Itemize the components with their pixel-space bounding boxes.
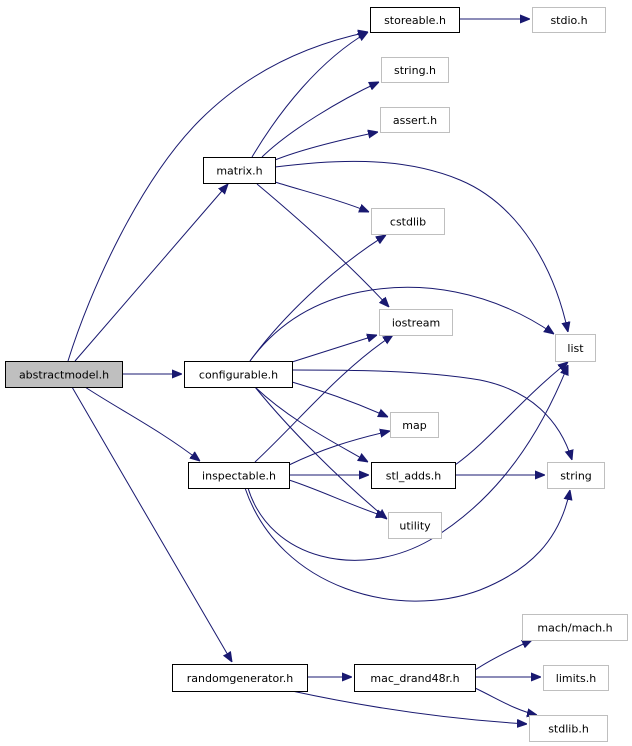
node-box-stdio-h	[532, 7, 606, 33]
edge-matrix-h-to-list	[274, 160, 568, 332]
node-box-inspectable-h	[188, 462, 290, 489]
edge-configurable-h-to-iostream	[291, 335, 377, 363]
node-box-map	[390, 412, 439, 438]
node-matrix-h[interactable]: matrix.h	[203, 157, 276, 184]
node-box-string-h	[381, 57, 449, 83]
node-assert-h[interactable]: assert.h	[380, 107, 450, 133]
node-box-assert-h	[380, 107, 450, 133]
edge-stl-adds-h-to-list	[454, 362, 568, 466]
node-label-stdlib-h: stdlib.h	[548, 723, 589, 736]
edge-configurable-h-to-cstdlib	[249, 235, 386, 362]
edge-matrix-h-to-storeable-h	[251, 32, 368, 158]
node-box-cstdlib	[371, 208, 445, 235]
node-label-matrix-h: matrix.h	[216, 165, 262, 178]
node-label-mach-mach-h: mach/mach.h	[537, 622, 612, 635]
edge-matrix-h-to-iostream	[256, 183, 389, 307]
edge-configurable-h-to-map	[291, 381, 388, 417]
node-label-map: map	[402, 419, 426, 432]
node-box-stdlib-h	[529, 715, 608, 742]
edge-abstractmodel-h-to-matrix-h	[74, 184, 228, 362]
node-box-utility	[388, 512, 442, 539]
node-box-configurable-h	[184, 361, 293, 388]
node-storeable-h[interactable]: storeable.h	[370, 7, 460, 33]
node-map[interactable]: map	[390, 412, 439, 438]
edge-configurable-h-to-stl-adds-h	[254, 386, 368, 462]
node-box-mac-drand48r-h	[354, 664, 476, 692]
node-box-stl-adds-h	[371, 462, 456, 489]
node-box-randomgenerator-h	[172, 664, 308, 692]
edges-layer	[67, 19, 572, 724]
node-randomgenerator-h[interactable]: randomgenerator.h	[172, 664, 308, 692]
node-label-storeable-h: storeable.h	[384, 14, 446, 27]
node-box-limits-h	[543, 665, 609, 691]
node-utility[interactable]: utility	[388, 512, 442, 539]
node-label-string: string	[560, 470, 592, 483]
edge-inspectable-h-to-string	[244, 487, 570, 602]
edge-abstractmodel-h-to-storeable-h	[67, 32, 368, 362]
node-label-abstractmodel-h: abstractmodel.h	[19, 369, 109, 382]
edge-configurable-h-to-utility	[254, 386, 387, 519]
node-label-stl-adds-h: stl_adds.h	[386, 470, 442, 483]
node-configurable-h[interactable]: configurable.h	[184, 361, 293, 388]
node-label-stdio-h: stdio.h	[550, 14, 587, 27]
node-label-assert-h: assert.h	[393, 114, 437, 127]
node-box-iostream	[379, 309, 453, 336]
node-string-h[interactable]: string.h	[381, 57, 449, 83]
nodes-layer: abstractmodel.h matrix.h configurable.h ins…	[5, 7, 628, 742]
node-label-utility: utility	[399, 520, 431, 533]
node-label-configurable-h: configurable.h	[199, 369, 278, 382]
node-label-list: list	[567, 342, 584, 355]
node-label-randomgenerator-h: randomgenerator.h	[187, 672, 293, 685]
node-label-cstdlib: cstdlib	[390, 216, 426, 229]
edge-abstractmodel-h-to-randomgenerator-h	[71, 386, 232, 662]
edge-mac-drand48r-h-to-mach-mach-h	[474, 640, 532, 671]
node-list[interactable]: list	[555, 334, 596, 362]
edge-inspectable-h-to-map	[288, 431, 390, 466]
edge-inspectable-h-to-iostream	[254, 335, 393, 463]
node-box-storeable-h	[370, 7, 460, 33]
edge-abstractmodel-h-to-inspectable-h	[84, 386, 200, 461]
edge-matrix-h-to-string-h	[261, 82, 379, 158]
node-label-inspectable-h: inspectable.h	[202, 470, 276, 483]
node-string[interactable]: string	[547, 462, 605, 489]
edge-matrix-h-to-assert-h	[274, 132, 378, 161]
node-stl-adds-h[interactable]: stl_adds.h	[371, 462, 456, 489]
edge-configurable-h-to-string	[291, 369, 572, 460]
node-label-string-h: string.h	[394, 64, 436, 77]
node-cstdlib[interactable]: cstdlib	[371, 208, 445, 235]
node-mac-drand48r-h[interactable]: mac_drand48r.h	[354, 664, 476, 692]
edge-inspectable-h-to-list	[247, 365, 568, 561]
edge-configurable-h-to-list	[249, 286, 554, 362]
node-label-limits-h: limits.h	[556, 672, 596, 685]
node-box-list	[555, 334, 596, 362]
edge-matrix-h-to-cstdlib	[274, 181, 369, 212]
node-stdio-h[interactable]: stdio.h	[532, 7, 606, 33]
edge-randomgenerator-h-to-stdlib-h	[291, 690, 527, 724]
node-box-abstractmodel-h	[5, 361, 123, 388]
node-limits-h[interactable]: limits.h	[543, 665, 609, 691]
node-iostream[interactable]: iostream	[379, 309, 453, 336]
edge-mac-drand48r-h-to-stdlib-h	[474, 687, 537, 715]
node-label-mac-drand48r-h: mac_drand48r.h	[370, 672, 459, 685]
node-label-iostream: iostream	[392, 317, 440, 330]
node-box-matrix-h	[203, 157, 276, 184]
node-box-mach-mach-h	[522, 614, 628, 641]
node-abstractmodel-h[interactable]: abstractmodel.h	[5, 361, 123, 388]
node-box-string	[547, 462, 605, 489]
node-mach-mach-h[interactable]: mach/mach.h	[522, 614, 628, 641]
node-inspectable-h[interactable]: inspectable.h	[188, 462, 290, 489]
edge-inspectable-h-to-utility	[288, 479, 386, 517]
node-stdlib-h[interactable]: stdlib.h	[529, 715, 608, 742]
